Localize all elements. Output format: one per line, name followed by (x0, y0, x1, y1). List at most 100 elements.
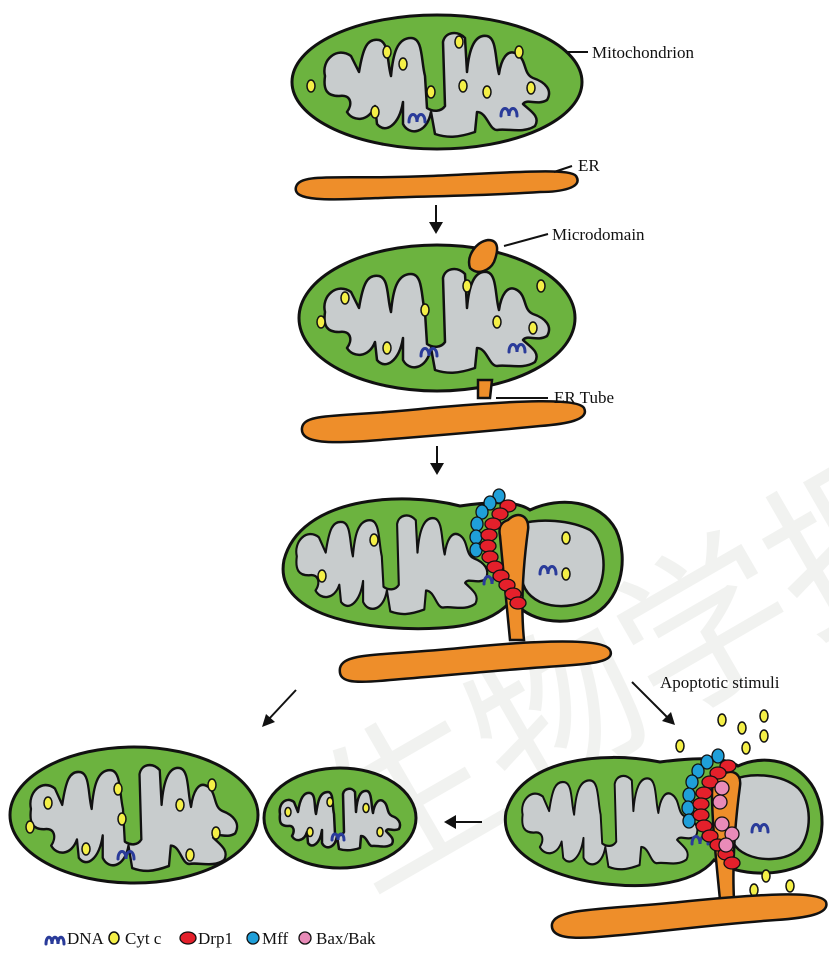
drp1 (696, 787, 712, 799)
cyt-c (750, 884, 758, 896)
bax-bak (719, 838, 733, 852)
drp1 (693, 798, 709, 810)
mff (712, 749, 724, 763)
cyt-c (327, 798, 333, 807)
cristae-matrix-daughter (730, 775, 809, 859)
cyt-c (760, 730, 768, 742)
mff (470, 530, 482, 544)
legend-item-cyt-c: Cyt c (109, 929, 162, 948)
dna-icon (46, 937, 64, 944)
cyt-c (82, 843, 90, 855)
apoptotic-mitochondrion (505, 749, 822, 900)
daughter-mitochondrion-large (10, 747, 258, 883)
mff (471, 517, 483, 531)
cyt-c (377, 828, 383, 837)
cyt-c (676, 740, 684, 752)
mff (683, 788, 695, 802)
cyt-c (527, 82, 535, 94)
legend-label-drp1: Drp1 (198, 929, 233, 948)
mff-icon (247, 932, 259, 944)
cyt-c (383, 46, 391, 58)
cyt-c (786, 880, 794, 892)
cyt-c (421, 304, 429, 316)
cyt-c (114, 783, 122, 795)
cyt-c (208, 779, 216, 791)
cyt-c (317, 316, 325, 328)
cyt-c (363, 804, 369, 813)
drp1 (481, 529, 497, 541)
leader-microdomain (504, 234, 548, 246)
cyt-c (118, 813, 126, 825)
cyt-c (26, 821, 34, 833)
label-mitochondrion: Mitochondrion (592, 43, 694, 62)
drp1 (510, 597, 526, 609)
cyt-c-icon (109, 932, 119, 944)
legend: DNA Cyt c Drp1 Mff Bax/Bak (46, 929, 376, 948)
er-panel-2 (302, 401, 585, 442)
cyt-c (186, 849, 194, 861)
cyt-c (176, 799, 184, 811)
label-apoptotic-stimuli: Apoptotic stimuli (660, 673, 780, 692)
cyt-c (307, 80, 315, 92)
cyt-c (562, 532, 570, 544)
label-microdomain: Microdomain (552, 225, 645, 244)
cyt-c (483, 86, 491, 98)
legend-item-bax-bak: Bax/Bak (299, 929, 376, 948)
cyt-c (762, 870, 770, 882)
er-panel-4 (552, 894, 827, 937)
cyt-c (399, 58, 407, 70)
mff (682, 801, 694, 815)
legend-label-bax-bak: Bax/Bak (316, 929, 376, 948)
cyt-c (760, 710, 768, 722)
cyt-c (341, 292, 349, 304)
legend-label-cyt-c: Cyt c (125, 929, 162, 948)
drp1 (480, 540, 496, 552)
cyt-c (455, 36, 463, 48)
legend-item-drp1: Drp1 (180, 929, 233, 948)
label-er-tube: ER Tube (554, 388, 614, 407)
cyt-c (537, 280, 545, 292)
drp1 (485, 518, 501, 530)
cyt-c (493, 316, 501, 328)
bax-bak-icon (299, 932, 311, 944)
cyt-c (562, 568, 570, 580)
legend-item-mff: Mff (247, 929, 288, 948)
panel-2-mitochondrion (299, 245, 575, 391)
drp1-icon (180, 932, 196, 944)
cyt-c (383, 342, 391, 354)
label-er: ER (578, 156, 600, 175)
cyt-c (371, 106, 379, 118)
mff (686, 775, 698, 789)
cyt-c (718, 714, 726, 726)
cyt-c (529, 322, 537, 334)
cyt-c (370, 534, 378, 546)
arrow-down-left (262, 690, 296, 727)
cyt-c (285, 808, 291, 817)
bax-bak (715, 781, 729, 795)
drp1 (693, 809, 709, 821)
er-tube-stalk (478, 380, 492, 398)
legend-label-mff: Mff (262, 929, 288, 948)
panel-3-mitochondrion (283, 489, 622, 640)
cyt-c (307, 828, 313, 837)
legend-label-dna: DNA (67, 929, 105, 948)
cristae-matrix-daughter (518, 521, 603, 606)
cyt-c (427, 86, 435, 98)
daughter-mitochondrion-small (264, 768, 416, 868)
cyt-c (212, 827, 220, 839)
cyt-c (318, 570, 326, 582)
bax-bak (713, 795, 727, 809)
cyt-c (44, 797, 52, 809)
legend-item-dna: DNA (46, 929, 105, 948)
cyt-c (738, 722, 746, 734)
cyt-c (742, 742, 750, 754)
er-panel-1 (296, 171, 578, 199)
arrow-down-2 (430, 446, 444, 475)
arrow-down-1 (429, 205, 443, 234)
cyt-c (459, 80, 467, 92)
drp1 (724, 857, 740, 869)
cyt-c (515, 46, 523, 58)
cyt-c (463, 280, 471, 292)
panel-1-mitochondrion (292, 15, 582, 149)
